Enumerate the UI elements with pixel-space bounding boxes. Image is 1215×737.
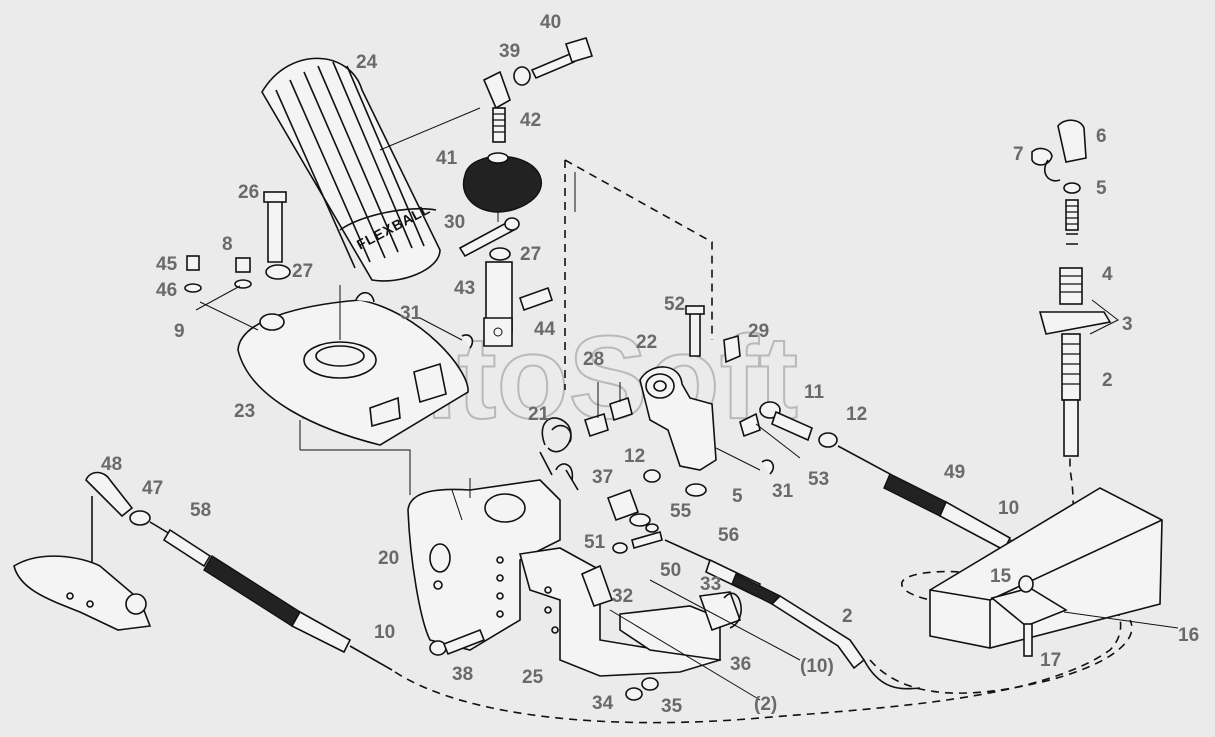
callout-4: 4 [1102,264,1113,285]
callout-labels: 40 39 24 42 41 30 27 43 44 26 8 27 45 46… [101,12,1199,717]
callout-27-upper: 27 [520,244,541,265]
cable-right-vertical [1031,119,1119,457]
callout-5-center: 5 [732,486,743,507]
callout-10-right: 10 [998,498,1019,519]
callout-25: 25 [522,667,544,688]
callout-42: 42 [520,110,541,131]
callout-41: 41 [436,148,458,169]
pedal-hinge-parts [458,37,594,347]
pedal-pad: FLEXBALL [261,57,481,282]
callout-56: 56 [718,525,739,546]
callout-12-left: 12 [624,446,645,467]
callout-58: 58 [190,500,211,521]
callout-29: 29 [748,321,769,342]
callout-44: 44 [534,319,556,340]
callout-31-upper: 31 [400,303,422,324]
callout-49: 49 [944,462,965,483]
callout-12-right: 12 [846,404,867,425]
callout-36: 36 [730,654,751,675]
callout-55: 55 [670,501,692,522]
callout-26: 26 [238,182,259,203]
throttle-cable-center [664,539,921,690]
callout-33: 33 [700,574,721,595]
callout-23: 23 [234,401,255,422]
callout-10-left: 10 [374,622,395,643]
callout-31-lower: 31 [772,481,794,502]
callout-38: 38 [452,664,473,685]
callout-5-right: 5 [1096,178,1107,199]
callout-6: 6 [1096,126,1107,147]
callout-2-right: 2 [1102,370,1113,391]
callout-46: 46 [156,280,177,301]
callout-35: 35 [661,696,683,717]
callout-37: 37 [592,467,613,488]
callout-27-lower: 27 [292,261,313,282]
callout-21: 21 [528,404,550,425]
callout-52: 52 [664,294,685,315]
callout-15: 15 [990,566,1012,587]
callout-24: 24 [356,52,378,73]
callout-47: 47 [142,478,163,499]
callout-30: 30 [444,212,465,233]
pedal-clearance-outline [564,159,713,390]
callout-2-center: 2 [842,606,853,627]
callout-53: 53 [808,469,829,490]
callout-45: 45 [156,254,178,275]
cable-left [13,471,393,671]
pedal-base-plate [184,191,474,495]
support-block [929,487,1179,657]
callout-11: 11 [804,382,825,403]
callout-16: 16 [1178,625,1199,646]
callout-17: 17 [1040,650,1061,671]
callout-40: 40 [540,12,561,33]
callout-22: 22 [636,332,657,353]
callout-34: 34 [592,693,614,714]
callout-43: 43 [454,278,475,299]
callout-3: 3 [1122,314,1133,335]
mounting-bracket [407,478,801,701]
callout-48: 48 [101,454,122,475]
callout-20: 20 [378,548,399,569]
callout-8: 8 [222,234,233,255]
callout-2-parenthesized: (2) [754,694,777,715]
callout-50: 50 [660,560,681,581]
linkage-mechanism [539,305,838,554]
callout-39: 39 [499,41,520,62]
callout-51: 51 [584,532,606,553]
cable-route-line-lower [869,619,1133,694]
callout-10-parenthesized: (10) [800,656,834,677]
callout-9: 9 [174,321,185,342]
callout-7: 7 [1013,144,1024,165]
callout-28: 28 [583,349,604,370]
callout-32: 32 [612,586,633,607]
